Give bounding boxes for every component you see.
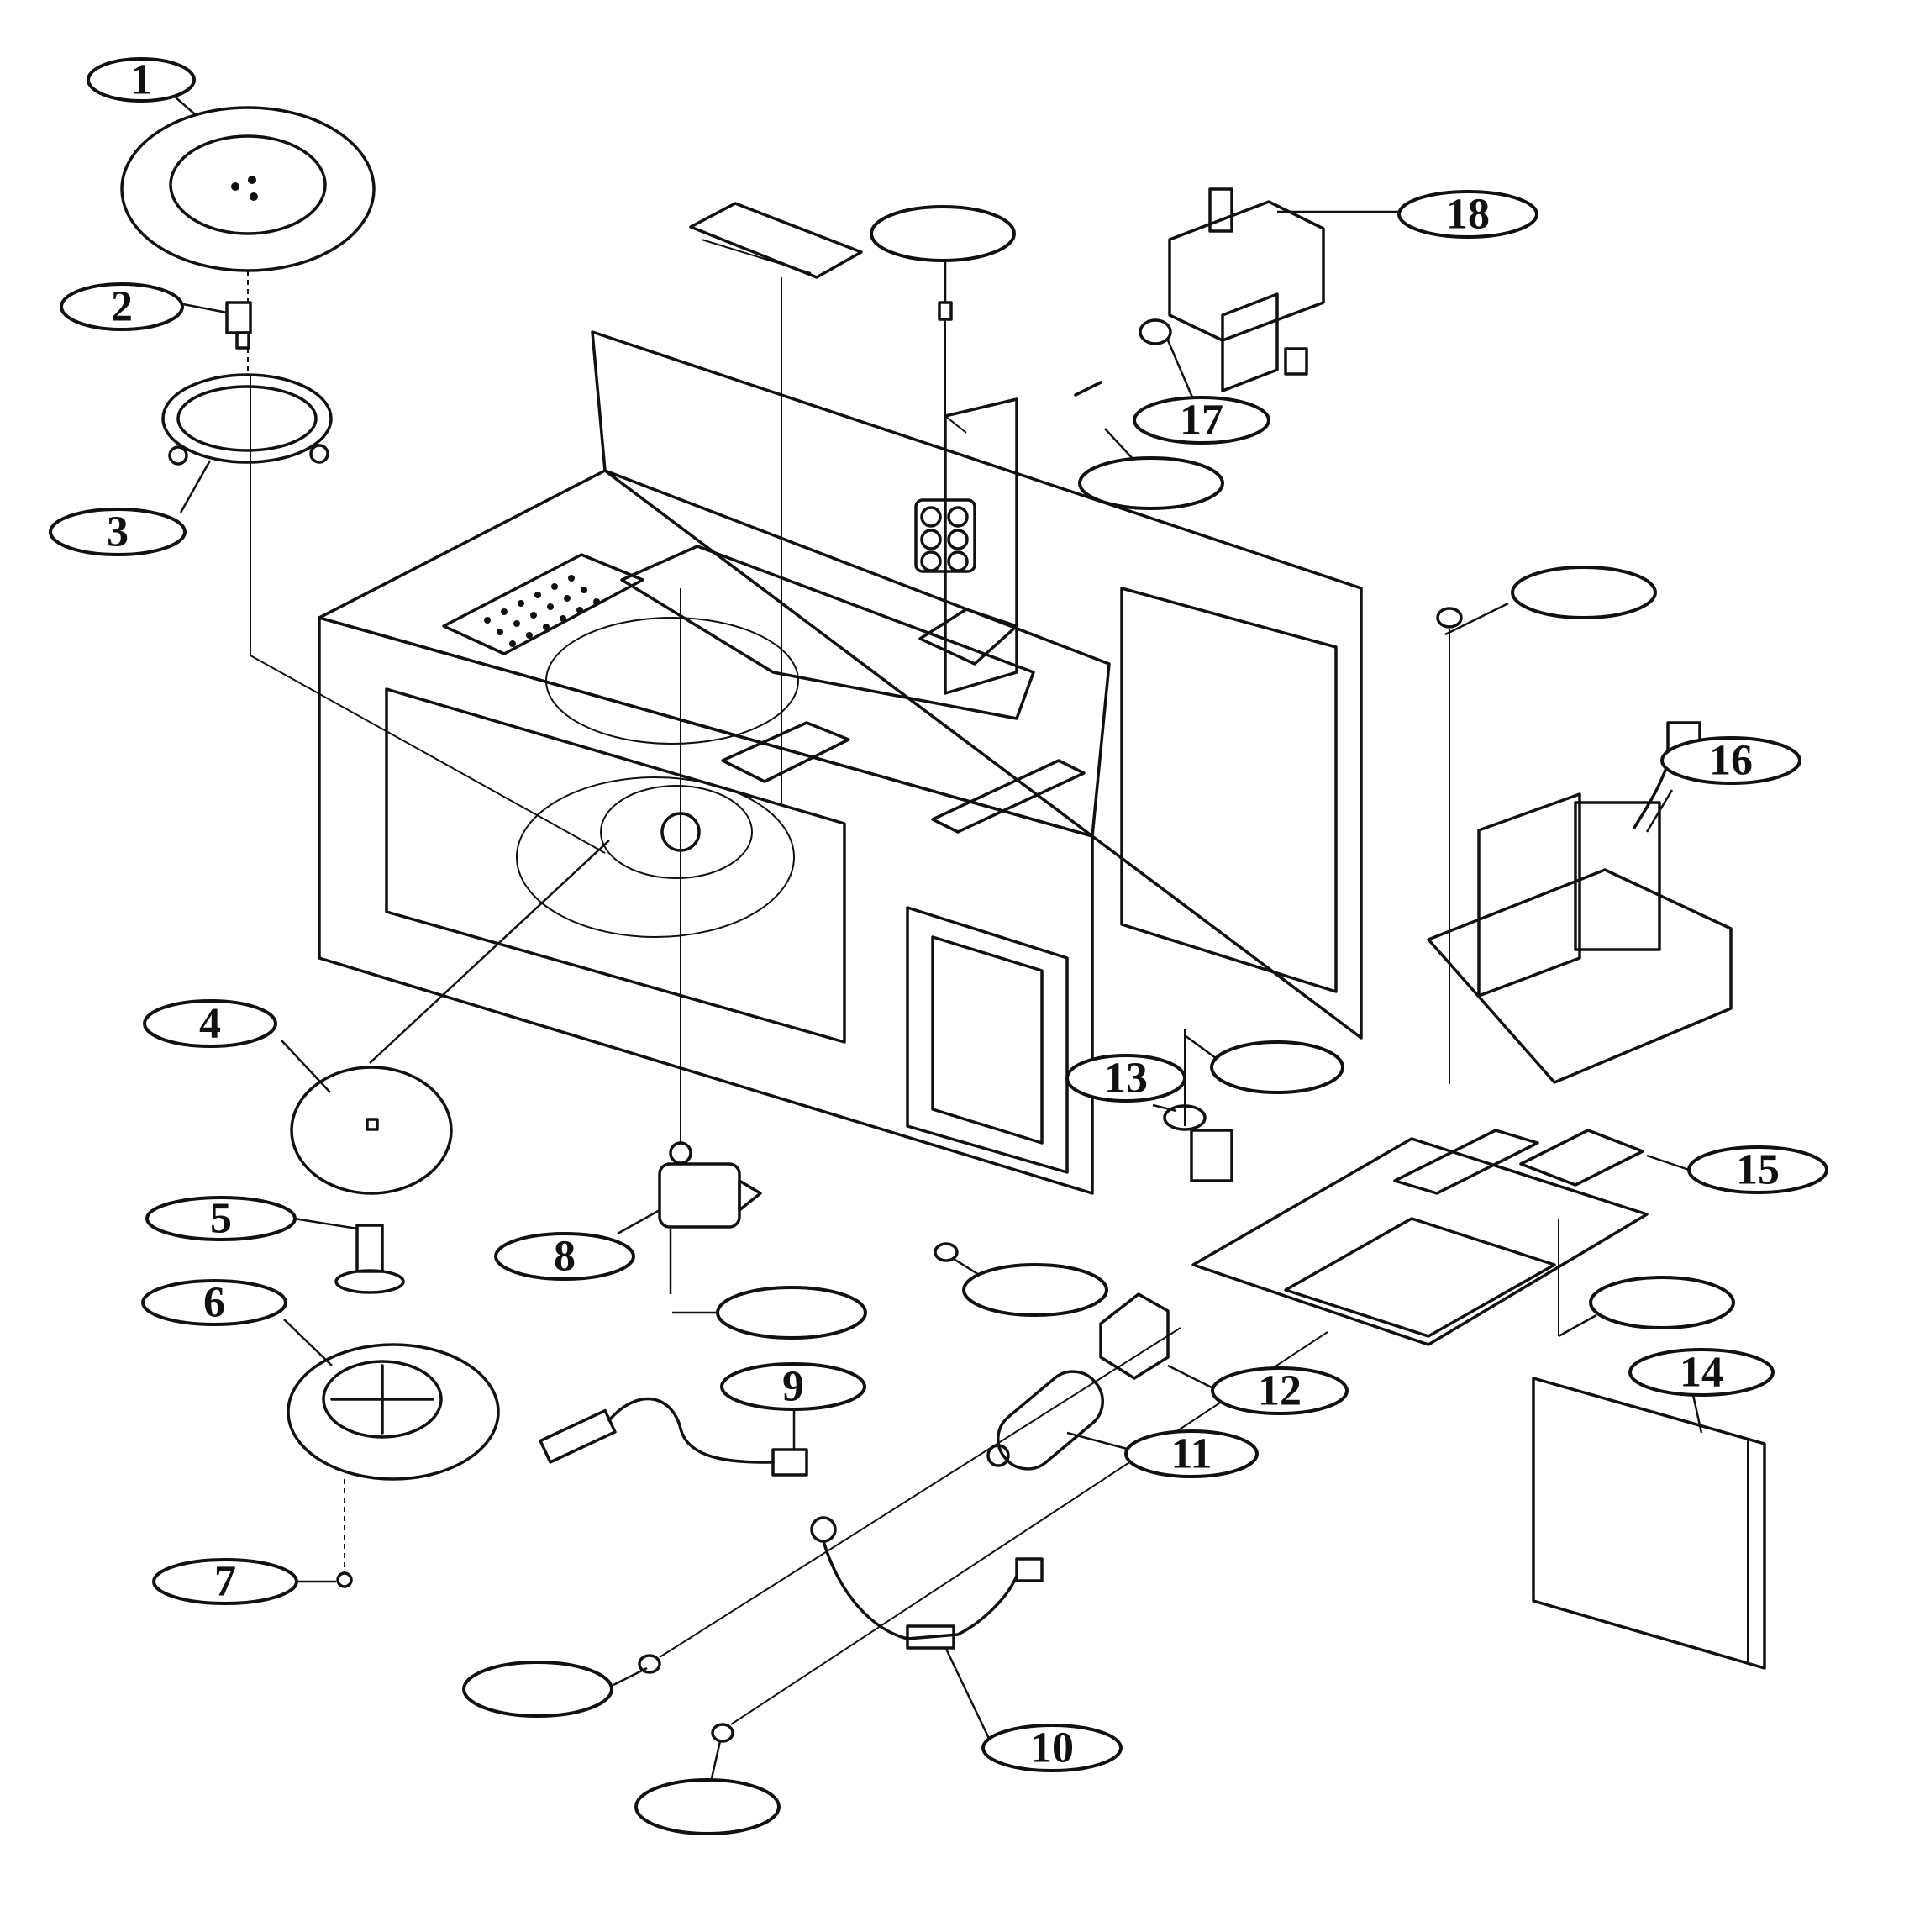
oven-cavity-frame [318,330,1363,1195]
callout-16-label: 16 [1709,737,1753,785]
callout-11: 11 [1124,1429,1259,1478]
magnetron-18-part [1168,187,1399,392]
roller-ring-part [161,348,333,513]
callout-15-label: 15 [1736,1146,1780,1194]
wire-10-part [810,1516,1044,1745]
callout-12-label: 12 [1258,1367,1302,1415]
callout-blank-lower-left-1 [462,1661,613,1718]
callout-blank-lower-left-2 [634,1778,781,1835]
callout-8: 8 [494,1232,635,1281]
callout-17-label: 17 [1180,397,1223,445]
callout-2-label: 2 [111,283,133,331]
coupler-part [182,271,252,350]
callout-4: 4 [143,999,277,1048]
callout-10: 10 [981,1724,1123,1772]
callout-14: 14 [1628,1348,1775,1397]
mica-cover-part [689,202,863,807]
thermal-cutout-17-part [1074,318,1195,400]
callout-6: 6 [141,1279,287,1327]
callout-blank-magnetron-screw [1078,456,1224,510]
shaft-part [293,1217,405,1294]
stirrer-plate-part [281,840,610,1195]
callout-1: 1 [87,56,196,104]
callout-blank-frame-screw [962,1263,1108,1317]
callout-blank-transformer-screw [1511,566,1657,619]
callout-blank-baseplate-screw [1589,1276,1735,1329]
bracket-12-part [1099,1292,1219,1392]
callout-7-label: 7 [214,1558,236,1606]
screw-7-part [294,1479,353,1588]
turntable-base-part [283,1319,500,1481]
callout-5: 5 [145,1195,297,1243]
callout-10-label: 10 [1030,1724,1074,1772]
callout-14-label: 14 [1680,1349,1723,1397]
thermostat-13-part [1152,1103,1233,1182]
callout-18: 18 [1397,190,1538,239]
callout-3-label: 3 [107,508,129,556]
callout-6-label: 6 [203,1279,225,1327]
callout-13: 13 [1065,1054,1186,1103]
cover-panel-14-part [1532,1377,1766,1670]
callout-7: 7 [152,1558,298,1606]
callout-11-label: 11 [1170,1430,1212,1478]
callout-3: 3 [49,508,187,556]
callout-blank-top [870,205,1016,262]
callout-16: 16 [1660,736,1801,785]
callout-9: 9 [720,1362,866,1411]
motor-part [617,588,762,1294]
capacitor-part [986,1370,1131,1471]
turntable-tray-part [120,90,376,272]
callout-5-label: 5 [210,1195,232,1243]
callout-blank-motor-screw [716,1286,867,1340]
callout-blank-thermostat-screw [1210,1040,1344,1094]
callout-8-label: 8 [554,1233,576,1281]
screw-and-leader-set [250,239,1597,1787]
callout-18-label: 18 [1446,191,1490,239]
callout-12: 12 [1211,1366,1349,1415]
callout-1-label: 1 [130,56,152,104]
callout-4-label: 4 [199,1000,221,1048]
callout-15: 15 [1687,1145,1828,1194]
base-plate-15-part [1191,1129,1690,1346]
callout-2: 2 [60,282,184,331]
callout-9-label: 9 [782,1363,804,1411]
callout-13-label: 13 [1104,1055,1148,1103]
callout-17: 17 [1133,396,1270,445]
